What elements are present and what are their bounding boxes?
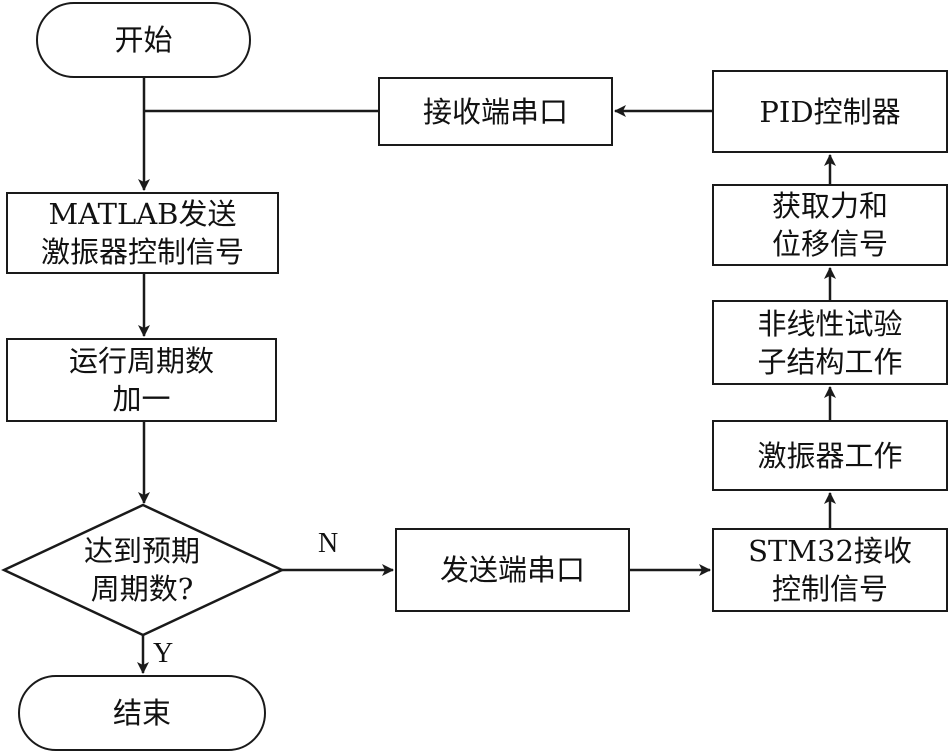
acquire-line-1: 获取力和 bbox=[771, 189, 888, 223]
send-serial-label: 发送端串口 bbox=[439, 553, 585, 587]
pid-controller-label: PID控制器 bbox=[759, 94, 901, 129]
edge-label-no: N bbox=[318, 528, 339, 559]
edge-label-yes: Y bbox=[153, 638, 174, 669]
matlab-send-line-1: MATLAB发送 bbox=[48, 197, 237, 231]
end-terminator: 结束 bbox=[18, 675, 266, 751]
stm32-receive-line-1: STM32接收 bbox=[748, 534, 912, 568]
nonlinear-line-2: 子结构工作 bbox=[757, 344, 903, 379]
start-terminator: 开始 bbox=[36, 2, 251, 78]
send-serial-process: 发送端串口 bbox=[395, 528, 630, 612]
matlab-send-line-2: 激振器控制信号 bbox=[40, 235, 244, 269]
cycle-increment-line-2: 加一 bbox=[112, 382, 171, 416]
receive-serial-label: 接收端串口 bbox=[422, 94, 568, 129]
decision-line-1: 达到预期 bbox=[83, 534, 200, 568]
decision-text: 达到预期 周期数? bbox=[2, 505, 282, 635]
matlab-send-process: MATLAB发送 激振器控制信号 bbox=[6, 192, 279, 274]
nonlinear-line-1: 非线性试验 bbox=[757, 306, 903, 341]
cycle-increment-line-1: 运行周期数 bbox=[68, 344, 214, 378]
start-label: 开始 bbox=[114, 23, 173, 57]
stm32-receive-line-2: 控制信号 bbox=[771, 572, 888, 606]
decision-line-2: 周期数? bbox=[90, 572, 194, 606]
acquire-signals-process: 获取力和 位移信号 bbox=[712, 184, 948, 266]
shaker-work-label: 激振器工作 bbox=[757, 438, 903, 473]
stm32-receive-process: STM32接收 控制信号 bbox=[712, 528, 948, 612]
shaker-work-process: 激振器工作 bbox=[712, 420, 948, 491]
cycle-increment-process: 运行周期数 加一 bbox=[6, 338, 277, 422]
acquire-line-2: 位移信号 bbox=[771, 227, 888, 261]
pid-controller-process: PID控制器 bbox=[712, 70, 948, 153]
end-label: 结束 bbox=[112, 696, 171, 730]
nonlinear-substructure-process: 非线性试验 子结构工作 bbox=[712, 300, 948, 385]
receive-serial-process: 接收端串口 bbox=[378, 77, 613, 146]
